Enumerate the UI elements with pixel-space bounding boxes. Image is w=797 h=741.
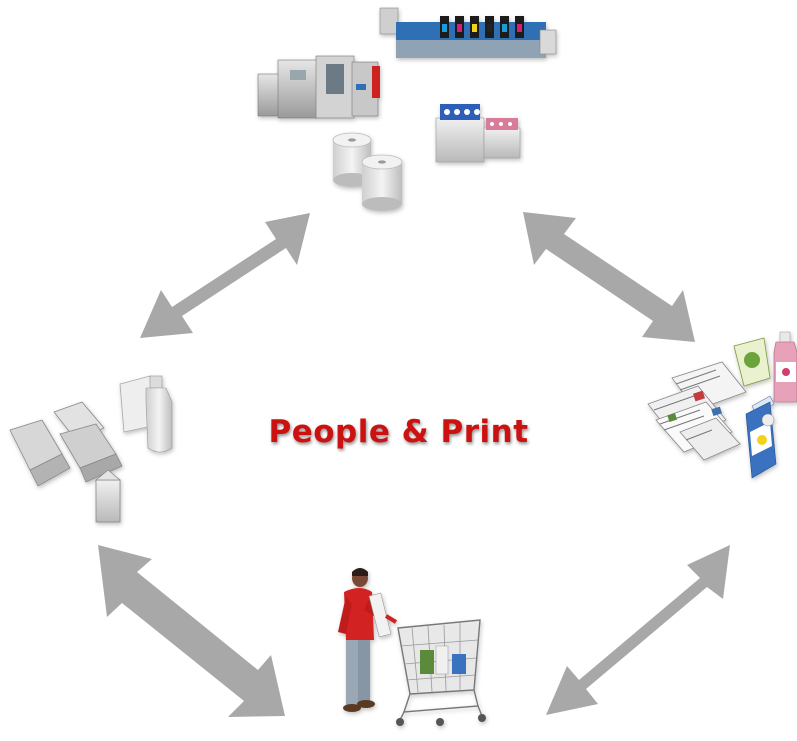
shopper-person bbox=[338, 568, 392, 712]
arrows-group bbox=[98, 212, 730, 717]
double-arrow-bottom-left bbox=[98, 545, 285, 717]
printed-products-newspapers-and-packaging-icon bbox=[647, 331, 797, 479]
double-arrow-top-right bbox=[523, 212, 695, 342]
double-arrow-left-top bbox=[140, 213, 310, 338]
printing-press-and-paper-rolls-icon bbox=[257, 7, 557, 211]
shopper-with-cart-icon bbox=[338, 568, 486, 726]
paper-roll-2 bbox=[361, 154, 403, 211]
double-arrow-right-bottom bbox=[546, 545, 730, 715]
paper-stack-blue bbox=[435, 104, 485, 163]
blank-unprinted-packaging-icon bbox=[9, 375, 173, 523]
paper-stack-pink bbox=[483, 118, 521, 159]
newspaper-stack bbox=[647, 361, 747, 461]
milk-carton bbox=[745, 395, 777, 479]
